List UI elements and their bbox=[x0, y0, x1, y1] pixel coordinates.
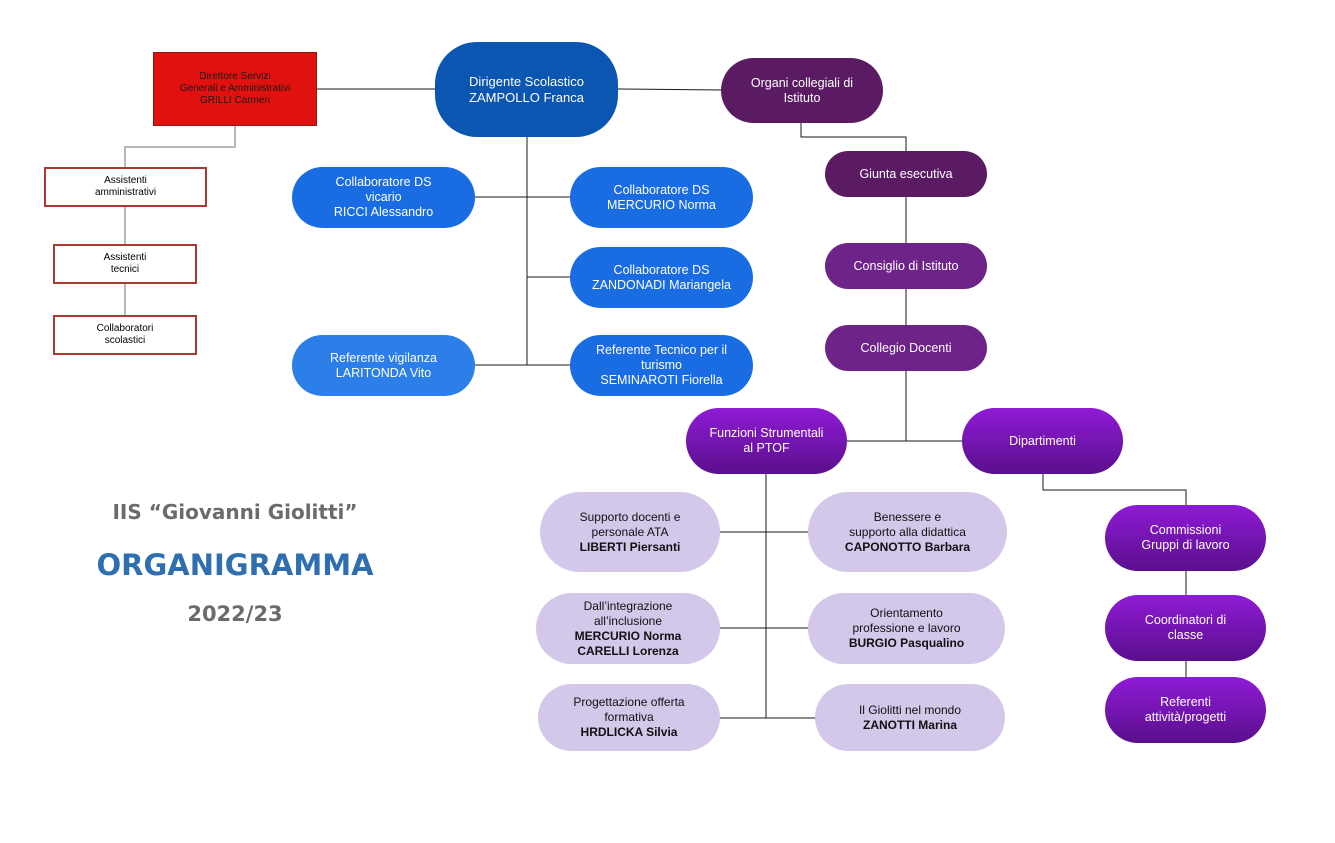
node-label: Coordinatori di bbox=[1144, 613, 1227, 627]
assistenti-tecnici-box[interactable]: Assistenti tecnici bbox=[53, 244, 197, 284]
referente-turismo-node[interactable]: Referente Tecnico per il turismo SEMINAR… bbox=[570, 335, 753, 396]
box-label: amministrativi bbox=[94, 187, 157, 198]
node-label: Collegio Docenti bbox=[860, 340, 952, 355]
node-label: turismo bbox=[641, 358, 682, 372]
node-label: Istituto bbox=[783, 90, 821, 105]
node-label: Orientamento bbox=[870, 606, 943, 620]
node-person: MERCURIO Norma bbox=[574, 628, 682, 643]
node-label: Consiglio di Istituto bbox=[853, 258, 959, 273]
assistenti-amministrativi-box[interactable]: Assistenti amministrativi bbox=[44, 167, 207, 207]
node-person: LIBERTI Piersanti bbox=[579, 539, 681, 554]
box-label: Assistenti bbox=[104, 175, 147, 186]
node-label: Commissioni bbox=[1149, 523, 1222, 537]
node-label: attività/progetti bbox=[1144, 710, 1227, 724]
page-title: ORGANIGRAMMA bbox=[96, 548, 374, 582]
collaboratore-mercurio-node[interactable]: Collaboratore DS MERCURIO Norma bbox=[570, 167, 753, 228]
node-label: Collaboratore DS bbox=[613, 182, 710, 197]
orientamento-node[interactable]: Orientamento professione e lavoro BURGIO… bbox=[808, 593, 1005, 664]
node-person: CARELLI Lorenza bbox=[577, 643, 679, 658]
node-label: Referente vigilanza bbox=[329, 350, 437, 365]
referenti-node[interactable]: Referenti attività/progetti bbox=[1105, 677, 1266, 743]
box-label: Collaboratori bbox=[96, 323, 154, 334]
referente-vigilanza-node[interactable]: Referente vigilanza LARITONDA Vito bbox=[292, 335, 475, 396]
node-label: supporto alla didattica bbox=[849, 524, 966, 539]
node-label: Collaboratore DS bbox=[335, 175, 432, 189]
giunta-esecutiva-node[interactable]: Giunta esecutiva bbox=[825, 151, 987, 197]
consiglio-istituto-node[interactable]: Consiglio di Istituto bbox=[825, 243, 987, 289]
box-label: tecnici bbox=[110, 264, 140, 275]
node-label: SEMINAROTI Fiorella bbox=[600, 373, 723, 387]
node-label: RICCI Alessandro bbox=[333, 205, 434, 219]
box-label: Assistenti bbox=[103, 252, 147, 263]
progettazione-node[interactable]: Progettazione offerta formativa HRDLICKA… bbox=[538, 684, 720, 751]
node-label: Funzioni Strumentali bbox=[709, 426, 824, 440]
node-label: personale ATA bbox=[591, 524, 669, 539]
collegio-docenti-node[interactable]: Collegio Docenti bbox=[825, 325, 987, 371]
organi-collegiali-node[interactable]: Organi collegiali di Istituto bbox=[721, 58, 883, 123]
node-label: Referenti bbox=[1160, 695, 1211, 709]
node-label: vicario bbox=[365, 190, 402, 204]
node-label: Dirigente Scolastico bbox=[469, 73, 584, 89]
integrazione-node[interactable]: Dall’integrazione all’inclusione MERCURI… bbox=[536, 593, 720, 664]
node-label: all’inclusione bbox=[593, 613, 663, 628]
node-label: al PTOF bbox=[743, 441, 790, 455]
director-title-line2: Generali e Amministrativi bbox=[179, 83, 291, 94]
node-label: Supporto docenti e bbox=[579, 509, 681, 524]
node-label: Giunta esecutiva bbox=[859, 166, 953, 181]
collaboratore-zandonadi-node[interactable]: Collaboratore DS ZANDONADI Mariangela bbox=[570, 247, 753, 308]
node-label: Gruppi di lavoro bbox=[1141, 538, 1230, 552]
director-title-line1: Direttore Servizi bbox=[199, 71, 271, 82]
dipartimenti-node[interactable]: Dipartimenti bbox=[962, 408, 1123, 474]
collaboratore-vicario-node[interactable]: Collaboratore DS vicario RICCI Alessandr… bbox=[292, 167, 475, 228]
node-person: ZANOTTI Marina bbox=[862, 717, 957, 732]
box-label: scolastici bbox=[104, 335, 146, 346]
node-label: LARITONDA Vito bbox=[335, 365, 432, 380]
dirigente-scolastico-node[interactable]: Dirigente Scolastico ZAMPOLLO Franca bbox=[435, 42, 618, 137]
node-label: formativa bbox=[604, 710, 654, 724]
node-label: classe bbox=[1167, 628, 1204, 642]
director-box[interactable]: Direttore Servizi Generali e Amministrat… bbox=[153, 52, 317, 126]
node-person: HRDLICKA Silvia bbox=[580, 725, 678, 739]
commissioni-node[interactable]: Commissioni Gruppi di lavoro bbox=[1105, 505, 1266, 571]
node-label: professione e lavoro bbox=[852, 621, 961, 635]
node-person: BURGIO Pasqualino bbox=[848, 636, 965, 650]
node-label: Il Giolitti nel mondo bbox=[858, 702, 962, 717]
node-label: Collaboratore DS bbox=[613, 262, 710, 277]
giolitti-mondo-node[interactable]: Il Giolitti nel mondo ZANOTTI Marina bbox=[815, 684, 1005, 751]
school-year: 2022/23 bbox=[187, 602, 283, 626]
collaboratori-scolastici-box[interactable]: Collaboratori scolastici bbox=[53, 315, 197, 355]
node-label: Progettazione offerta bbox=[573, 695, 685, 709]
node-label: ZANDONADI Mariangela bbox=[592, 277, 731, 292]
supporto-docenti-node[interactable]: Supporto docenti e personale ATA LIBERTI… bbox=[540, 492, 720, 572]
node-label: ZAMPOLLO Franca bbox=[469, 89, 584, 105]
node-person: CAPONOTTO Barbara bbox=[844, 539, 971, 554]
node-label: Benessere e bbox=[873, 509, 942, 524]
director-name: GRILLI Carmen bbox=[199, 95, 271, 106]
node-label: Referente Tecnico per il bbox=[595, 343, 728, 357]
node-label: Organi collegiali di bbox=[750, 75, 854, 90]
node-label: Dipartimenti bbox=[1009, 433, 1076, 448]
benessere-node[interactable]: Benessere e supporto alla didattica CAPO… bbox=[808, 492, 1007, 572]
school-name: IIS “Giovanni Giolitti” bbox=[112, 500, 358, 524]
node-label: Dall’integrazione bbox=[583, 598, 673, 613]
coordinatori-node[interactable]: Coordinatori di classe bbox=[1105, 595, 1266, 661]
funzioni-strumentali-node[interactable]: Funzioni Strumentali al PTOF bbox=[686, 408, 847, 474]
node-label: MERCURIO Norma bbox=[606, 197, 717, 212]
